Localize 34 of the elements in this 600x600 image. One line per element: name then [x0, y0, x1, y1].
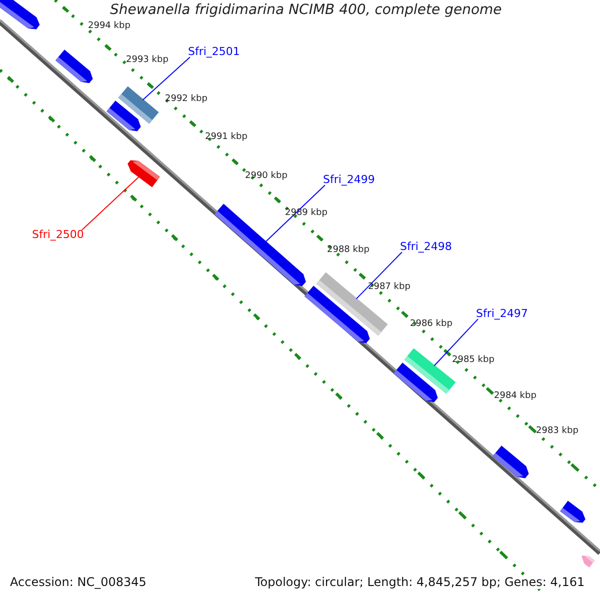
- leader-line: [265, 184, 326, 242]
- footer-text: Topology: circular; Length: 4,845,257 bp; Genes: 4,161: [255, 576, 585, 590]
- gene-block: [106, 100, 141, 132]
- gene-block: [560, 500, 586, 523]
- gene-block: [56, 50, 93, 84]
- gene-block: [582, 556, 595, 568]
- gene-block: [492, 446, 529, 478]
- scale-label: 2992 kbp: [165, 95, 208, 105]
- gene-block: [128, 160, 160, 188]
- scale-label: 2994 kbp: [88, 22, 130, 32]
- scale-label: 2985 kbp: [452, 356, 494, 366]
- scale-label: 2993 kbp: [126, 56, 168, 66]
- scale-label: 2988 kbp: [327, 246, 370, 256]
- gene-block: [214, 204, 306, 286]
- gene-block: [304, 286, 370, 344]
- gene-label: Sfri_2500: [32, 229, 84, 242]
- leader-line: [81, 176, 140, 230]
- leader-line: [356, 252, 402, 300]
- scale-label: 2987 kbp: [368, 283, 410, 293]
- gene-block: [394, 362, 438, 402]
- title: Shewanella frigidimarina NCIMB 400, complete genome: [110, 3, 502, 18]
- scale-label: 2986 kbp: [410, 320, 452, 330]
- gene-label: Sfri_2497: [476, 308, 528, 320]
- leader-line: [142, 56, 190, 100]
- scale-label: 2983 kbp: [536, 427, 578, 437]
- leader-line: [434, 318, 478, 366]
- footer-text: Accession: NC_008345: [10, 576, 146, 590]
- scale-label: 2990 kbp: [245, 172, 288, 182]
- scale-label: 2984 kbp: [494, 392, 536, 402]
- gene-block: [0, 0, 40, 30]
- gene-label: Sfri_2498: [400, 241, 452, 254]
- scale-label: 2991 kbp: [205, 133, 248, 143]
- gene-label: Sfri_2499: [323, 174, 375, 186]
- gene-label: Sfri_2501: [188, 46, 240, 58]
